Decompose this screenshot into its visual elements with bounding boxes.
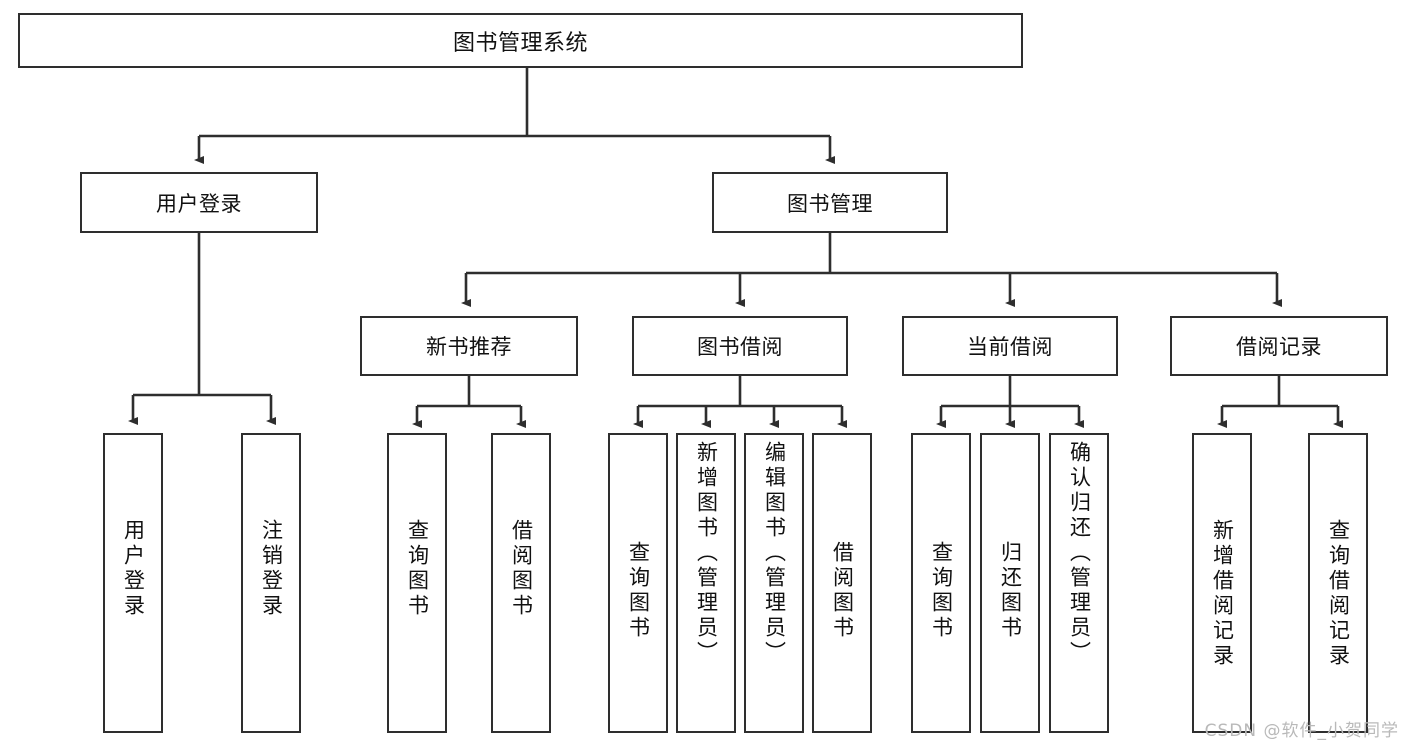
node-book-borrow-label: 图书借阅 (697, 335, 783, 359)
node-leaf-user-logout[interactable]: 注销登录 (241, 433, 301, 733)
node-user-login-label: 用户登录 (156, 191, 242, 216)
node-root-label: 图书管理系统 (452, 30, 588, 56)
node-borrow-record-label: 借阅记录 (1236, 335, 1322, 359)
node-leaf-borrow-book-2-label: 借阅图书 (830, 541, 855, 641)
node-leaf-query-book-1[interactable]: 查询图书 (387, 433, 447, 733)
node-leaf-add-book[interactable]: 新增图书（管理员） (676, 433, 736, 733)
node-borrow-record[interactable]: 借阅记录 (1170, 316, 1388, 376)
node-leaf-query-book-2[interactable]: 查询图书 (608, 433, 668, 733)
node-leaf-edit-book[interactable]: 编辑图书（管理员） (744, 433, 804, 733)
node-leaf-confirm-return[interactable]: 确认归还（管理员） (1049, 433, 1109, 733)
node-current-borrow-label: 当前借阅 (967, 335, 1053, 359)
node-leaf-query-book-3[interactable]: 查询图书 (911, 433, 971, 733)
node-new-book-recommend[interactable]: 新书推荐 (360, 316, 578, 376)
node-leaf-user-logout-label: 注销登录 (259, 519, 284, 619)
node-root[interactable]: 图书管理系统 (18, 13, 1023, 68)
watermark: CSDN @软件_小贺同学 (1204, 721, 1399, 741)
node-leaf-user-login-label: 用户登录 (121, 519, 146, 619)
node-leaf-user-login[interactable]: 用户登录 (103, 433, 163, 733)
node-leaf-query-book-3-label: 查询图书 (929, 541, 954, 641)
node-leaf-borrow-book-1-label: 借阅图书 (509, 519, 534, 619)
node-book-manage-label: 图书管理 (787, 191, 873, 216)
node-leaf-query-book-2-label: 查询图书 (626, 541, 651, 641)
node-leaf-add-book-label: 新增图书（管理员） (694, 441, 719, 666)
node-book-borrow[interactable]: 图书借阅 (632, 316, 848, 376)
node-leaf-query-book-1-label: 查询图书 (405, 519, 430, 619)
node-user-login[interactable]: 用户登录 (80, 172, 318, 233)
node-leaf-add-record[interactable]: 新增借阅记录 (1192, 433, 1252, 733)
node-book-manage[interactable]: 图书管理 (712, 172, 948, 233)
node-new-book-recommend-label: 新书推荐 (426, 335, 512, 359)
node-leaf-edit-book-label: 编辑图书（管理员） (762, 441, 787, 666)
node-leaf-query-record[interactable]: 查询借阅记录 (1308, 433, 1368, 733)
node-leaf-query-record-label: 查询借阅记录 (1326, 519, 1351, 669)
node-leaf-confirm-return-label: 确认归还（管理员） (1067, 441, 1092, 666)
node-leaf-borrow-book-2[interactable]: 借阅图书 (812, 433, 872, 733)
node-current-borrow[interactable]: 当前借阅 (902, 316, 1118, 376)
node-leaf-borrow-book-1[interactable]: 借阅图书 (491, 433, 551, 733)
node-leaf-return-book[interactable]: 归还图书 (980, 433, 1040, 733)
node-leaf-add-record-label: 新增借阅记录 (1210, 519, 1235, 669)
node-leaf-return-book-label: 归还图书 (998, 541, 1023, 641)
